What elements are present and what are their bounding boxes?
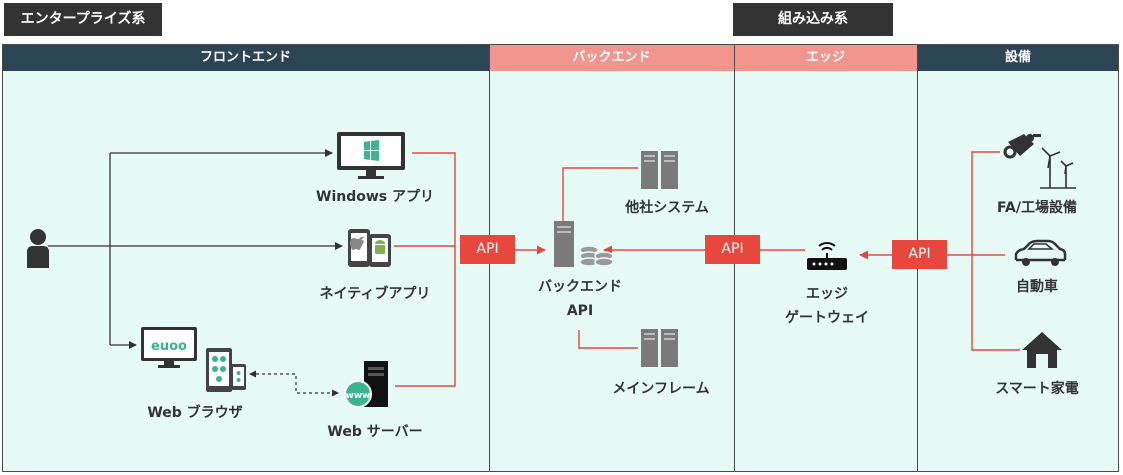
mobile-devices-icon	[348, 229, 391, 267]
backend-api-label-line2: API	[566, 303, 594, 319]
car-label: 自動車	[1016, 279, 1058, 295]
web-server-icon: www	[344, 361, 388, 408]
user-connector	[48, 149, 343, 349]
equipment-edge-api-badge: API	[892, 240, 947, 269]
web-server-label: Web サーバー	[327, 424, 423, 440]
frontend-backend-api-badge: API	[460, 235, 515, 264]
backend-column-header: バックエンド	[489, 44, 734, 71]
frontend-api-connector	[394, 152, 546, 387]
backend-api-label-line1: バックエンド	[538, 279, 622, 295]
robot-arm-wind-turbine-icon	[1003, 134, 1076, 189]
other-system-server-icon	[641, 151, 678, 189]
other-system-label: 他社システム	[625, 200, 709, 216]
backend-panel	[489, 71, 734, 472]
windows-app-label: Windows アプリ	[316, 189, 434, 205]
svg-text:www: www	[346, 391, 371, 401]
house-icon	[1022, 332, 1062, 368]
equipment-column-header: 設備	[917, 44, 1119, 71]
mainframe-label: メインフレーム	[612, 381, 710, 397]
windows-monitor-icon	[337, 132, 405, 179]
browser-server-dotted-connector	[249, 370, 339, 397]
gateway-label-line2: ゲートウェイ	[785, 310, 869, 326]
enterprise-category-label: エンタープライズ系	[4, 3, 162, 36]
edge-backend-api-badge: API	[705, 235, 760, 264]
embedded-category-label: 組み込み系	[733, 3, 893, 36]
smart-home-label: スマート家電	[995, 381, 1079, 397]
frontend-column-header: フロントエンド	[2, 44, 489, 71]
fa-equipment-label: FA/工場設備	[997, 200, 1077, 216]
gateway-label-line1: エッジ	[806, 286, 848, 302]
backend-internal-connector	[562, 167, 638, 349]
backend-api-server-icon	[554, 221, 614, 267]
gateway-router-icon	[807, 242, 847, 270]
person-icon	[27, 229, 49, 268]
mainframe-server-icon	[641, 329, 678, 367]
browser-devices-icon: euoo	[141, 327, 246, 392]
car-icon	[1014, 239, 1067, 266]
svg-text:euoo: euoo	[151, 339, 187, 354]
edge-column-header: エッジ	[734, 44, 917, 71]
web-browser-label: Web ブラウザ	[147, 405, 243, 421]
edge-panel	[734, 71, 917, 472]
native-app-label: ネイティブアプリ	[319, 286, 431, 302]
frontend-panel	[2, 71, 489, 472]
